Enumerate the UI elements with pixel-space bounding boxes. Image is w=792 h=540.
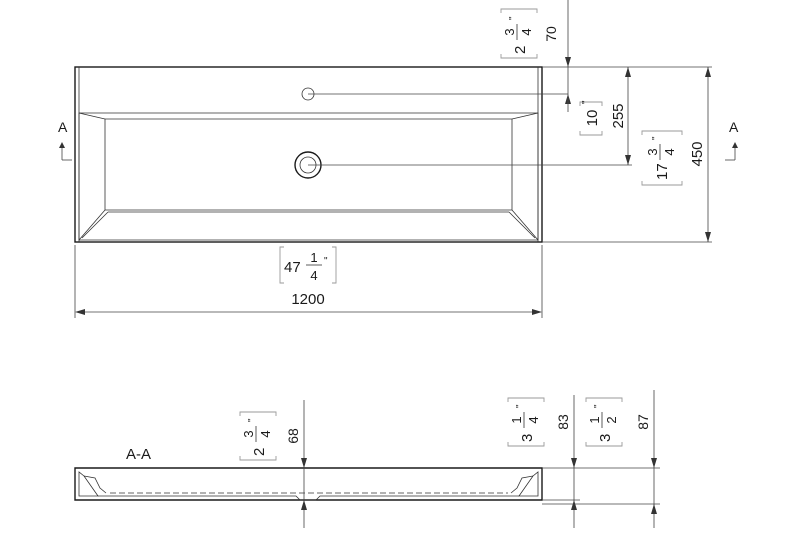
height-in-bracket-top — [507, 397, 545, 402]
section-label: A-A — [126, 446, 151, 463]
width-arrow-left — [75, 309, 85, 315]
width-in-bracket-left — [279, 246, 284, 284]
drain-offset-in-whole: 10 — [584, 110, 601, 127]
height-arrow-bottom — [571, 500, 577, 510]
width-arrow-right — [532, 309, 542, 315]
depth-in-bracket-bottom — [641, 181, 683, 186]
section-view: A-A 68 2 3 4 " 83 — [74, 390, 660, 528]
section-mark-right-arrow — [732, 142, 738, 148]
width-in-unit: " — [324, 256, 328, 267]
tap-offset-arrow-top — [565, 57, 571, 67]
height-in-num: 1 — [509, 416, 524, 423]
height-in-bracket-bottom — [507, 442, 545, 447]
depth-arrow-top — [705, 67, 711, 77]
height-in-whole: 3 — [519, 434, 536, 442]
section-left-wall — [78, 471, 99, 497]
tap-offset-in-den: 4 — [519, 28, 534, 35]
bowl-depth-in-whole: 2 — [251, 448, 268, 456]
total-height-in-num: 1 — [587, 416, 602, 423]
section-mark-left-arrow — [59, 142, 65, 148]
section-outer-profile — [74, 467, 543, 501]
depth-dimension: 450 17 3 4 " — [641, 67, 711, 242]
depth-in-bracket-top — [641, 130, 683, 135]
total-height-in-unit: " — [593, 404, 604, 408]
bowl-inner — [104, 118, 513, 211]
total-height-in-den: 2 — [604, 416, 619, 423]
total-height-in-whole: 3 — [597, 434, 614, 442]
bowl-corner-tr — [511, 112, 539, 120]
section-floor — [98, 495, 519, 501]
bowl-depth-in-unit: " — [247, 418, 258, 422]
bowl-depth-dimension: 68 2 3 4 " — [239, 400, 307, 528]
tap-offset-mm-label: 70 — [543, 26, 559, 42]
drain-offset-in-unit: " — [581, 100, 592, 104]
depth-mm-label: 450 — [689, 141, 706, 166]
height-in-unit: " — [515, 404, 526, 408]
width-in-den: 4 — [310, 268, 317, 283]
tap-offset-bracket-bottom — [500, 54, 538, 59]
bowl-outer — [78, 112, 539, 241]
height-in-den: 4 — [526, 416, 541, 423]
depth-in-whole: 17 — [654, 163, 671, 180]
tap-offset-dimension: 70 2 3 4 " — [500, 0, 571, 112]
bowl-depth-arrow-top — [301, 458, 307, 468]
bowl-edge-bl — [81, 211, 109, 239]
total-height-in-bracket-bottom — [585, 442, 623, 447]
section-mark-left-label: A — [58, 119, 68, 135]
tap-offset-in-num: 3 — [502, 28, 517, 35]
bowl-depth-mm-label: 68 — [285, 428, 301, 444]
bowl-depth-in-num: 3 — [241, 430, 256, 437]
drain-offset-bracket-bottom — [579, 131, 603, 136]
section-right-wall — [518, 471, 539, 497]
drain-offset-arrow-top — [625, 67, 631, 77]
tap-offset-in-unit: " — [508, 16, 519, 20]
width-in-whole: 47 — [284, 259, 301, 276]
bowl-corner-br — [511, 209, 539, 241]
total-height-arrow-top — [651, 458, 657, 468]
basin-outline — [74, 66, 543, 243]
section-left-curve — [83, 475, 107, 494]
tap-offset-bracket-top — [500, 8, 538, 13]
tap-offset-in-whole: 2 — [512, 46, 529, 54]
depth-arrow-bottom — [705, 232, 711, 242]
drain-offset-bracket-top — [579, 101, 603, 106]
bowl-depth-in-den: 4 — [258, 430, 273, 437]
width-in-num: 1 — [310, 250, 317, 265]
total-height-mm-label: 87 — [635, 414, 651, 430]
section-mark-right: A — [725, 119, 739, 161]
height-mm-label: 83 — [555, 414, 571, 430]
bowl-depth-bracket-bottom — [239, 456, 277, 461]
bowl-depth-arrow-bottom — [301, 500, 307, 510]
total-height-dimension: 87 3 1 2 " — [542, 390, 660, 528]
bowl-corner-tl — [78, 112, 106, 120]
top-view: A A 1200 47 1 4 " — [58, 0, 739, 318]
width-mm-label: 1200 — [291, 291, 324, 308]
total-height-in-bracket-top — [585, 397, 623, 402]
depth-in-num: 3 — [645, 148, 660, 155]
bowl-corner-bl — [78, 209, 106, 241]
width-in-bracket-right — [332, 246, 337, 284]
bowl-edge-br — [508, 211, 536, 239]
section-mark-left: A — [58, 119, 72, 161]
bowl-depth-bracket-top — [239, 411, 277, 416]
total-height-arrow-bottom — [651, 504, 657, 514]
depth-in-den: 4 — [662, 148, 677, 155]
width-dimension: 1200 47 1 4 " — [74, 245, 543, 318]
drain-offset-arrow-bottom — [625, 155, 631, 165]
depth-in-unit: " — [651, 136, 662, 140]
height-arrow-top — [571, 458, 577, 468]
drain-offset-mm-label: 255 — [610, 103, 627, 128]
height-dimension: 83 3 1 4 " — [507, 395, 660, 528]
section-mark-right-label: A — [729, 119, 739, 135]
drain-offset-dimension: 255 10 " — [579, 67, 631, 165]
section-right-curve — [510, 475, 534, 494]
